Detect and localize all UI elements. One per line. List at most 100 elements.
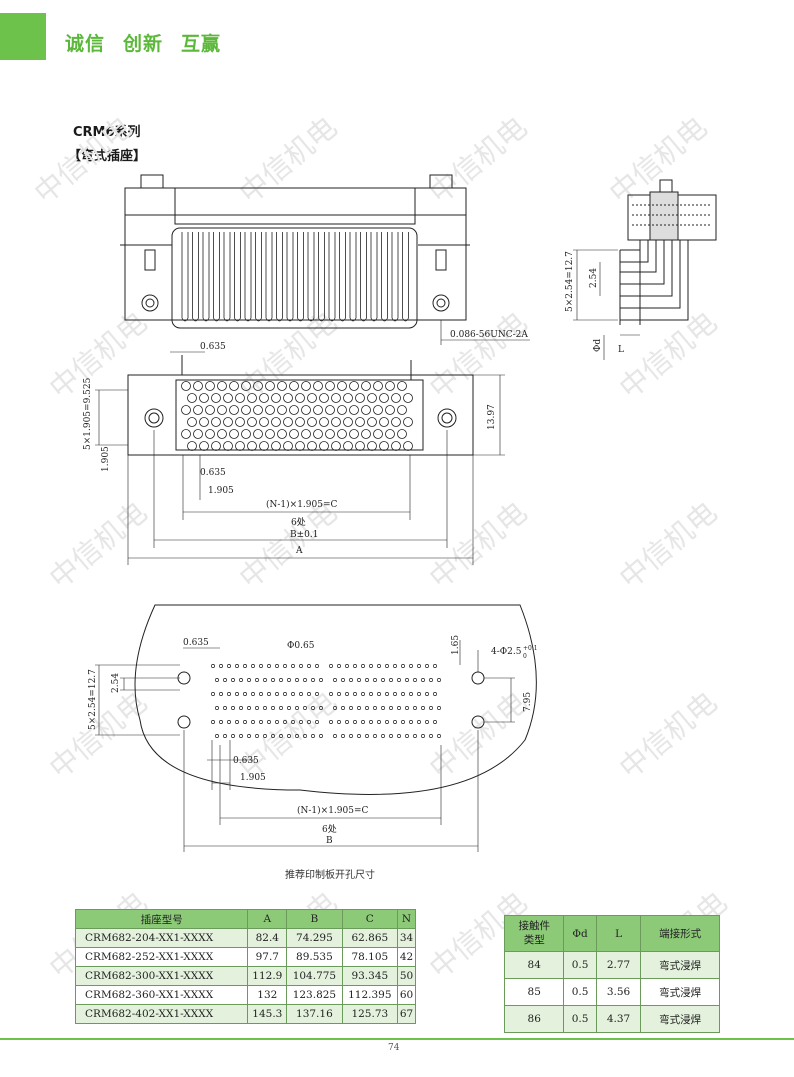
face-contact-pin [253,429,263,439]
face-contact-pin [187,393,197,403]
pcb-hole [319,734,323,738]
pcb-hole [307,720,311,724]
face-contact-pin [337,429,347,439]
pcb-hole [291,720,295,724]
face-contact-pin [229,405,239,415]
table-cell: 0.5 [563,951,597,979]
side-view [573,179,717,360]
face-contact-pin [301,381,311,391]
face-contact-pin [403,417,413,427]
pcb-hole [279,678,283,682]
pcb-hole [429,678,433,682]
pcb-hole [385,720,389,724]
pcb-hole [393,664,397,668]
pcb-hole [247,734,251,738]
pcb-hole [239,734,243,738]
table-cell: 145.3 [247,1004,288,1024]
front-contact-pin [381,232,388,322]
face-contact-pin [331,417,341,427]
face-contact-pin [391,441,401,451]
pcb-hole [329,692,333,696]
pcb-hole [235,720,239,724]
pcb-hole [287,706,291,710]
pcb-hole [425,692,429,696]
face-contact-pin [373,405,383,415]
front-contact-pin [328,232,336,322]
pcb-hole [421,706,425,710]
pcb-hole [365,706,369,710]
face-contact-pin [373,429,383,439]
label-pcb-phi065: Φ0.65 [287,641,315,651]
face-contact-pin [259,441,269,451]
face-contact-pin [181,405,191,415]
front-contact-pin [265,232,273,322]
face-contact-pin [199,393,209,403]
table-row: 85 0.5 3.56 弯式浸焊 [503,978,720,1006]
pcb-hole [361,664,365,668]
pcb-hole [437,678,441,682]
front-contact-pin [318,232,325,322]
face-contact-pin [397,429,407,439]
pcb-hole [299,692,303,696]
face-contact-pin [205,381,215,391]
pcb-hole [425,720,429,724]
table-cell: 97.7 [247,947,288,967]
table-row: CRM682-402-XX1-XXXX 145.3 137.16 125.73 … [74,1004,416,1024]
header-slogan: 诚信创新互赢 [65,29,239,56]
pcb-hole [211,664,215,668]
table-cell: CRM682-402-XX1-XXXX [74,1004,249,1024]
face-contact-pin [325,381,335,391]
pcb-hole [345,720,349,724]
table-cell: 弯式浸焊 [640,978,720,1006]
table-cell: CRM682-204-XX1-XXXX [74,928,249,948]
table-cell: 78.105 [341,947,399,967]
pcb-hole [283,664,287,668]
pcb-hole [291,692,295,696]
front-contact-pin [192,232,199,322]
table-cell: 84 [503,951,565,979]
face-contact-pin [313,381,323,391]
pcb-hole [215,678,219,682]
pcb-hole [381,734,385,738]
pcb-hole [231,706,235,710]
pcb-hole [369,692,373,696]
pcb-hole [381,706,385,710]
front-contact-pin [307,232,315,322]
label-pcb-hole: 4-Φ2.5 [491,647,522,657]
model-dimension-table: 插座型号 A B C N CRM682-204-XX1-XXXX 82.4 74… [74,909,416,1024]
pcb-hole [373,678,377,682]
face-contact-pin [361,429,371,439]
pcb-hole [345,692,349,696]
pcb-hole [353,664,357,668]
front-contact-pin [234,232,241,322]
pcb-hole [361,692,365,696]
table-cell: 125.73 [341,1004,399,1024]
pcb-hole [429,734,433,738]
pcb-hole [421,678,425,682]
pcb-hole [299,720,303,724]
table-header-cell: A [247,909,288,929]
pcb-hole [409,664,413,668]
face-contact-pin [241,405,251,415]
label-side-254: 2.54 [589,268,599,288]
face-contact-pin [289,405,299,415]
label-bottom-0635: 0.635 [200,468,226,478]
pcb-hole [385,692,389,696]
pcb-hole [369,720,373,724]
pcb-hole [389,678,393,682]
pcb-hole [231,734,235,738]
pcb-hole [215,734,219,738]
pcb-hole [259,664,263,668]
table-row: CRM682-360-XX1-XXXX 132 123.825 112.395 … [74,985,416,1005]
pcb-hole [303,706,307,710]
face-contact-pin [343,393,353,403]
pcb-hole [263,734,267,738]
pcb-hole [319,678,323,682]
watermark-text: 中信机电 [613,685,724,786]
face-contact-pin [223,441,233,451]
pcb-hole [283,720,287,724]
pcb-hole [271,734,275,738]
face-contact-pin [349,429,359,439]
pcb-hole [223,734,227,738]
face-contact-pin [361,381,371,391]
